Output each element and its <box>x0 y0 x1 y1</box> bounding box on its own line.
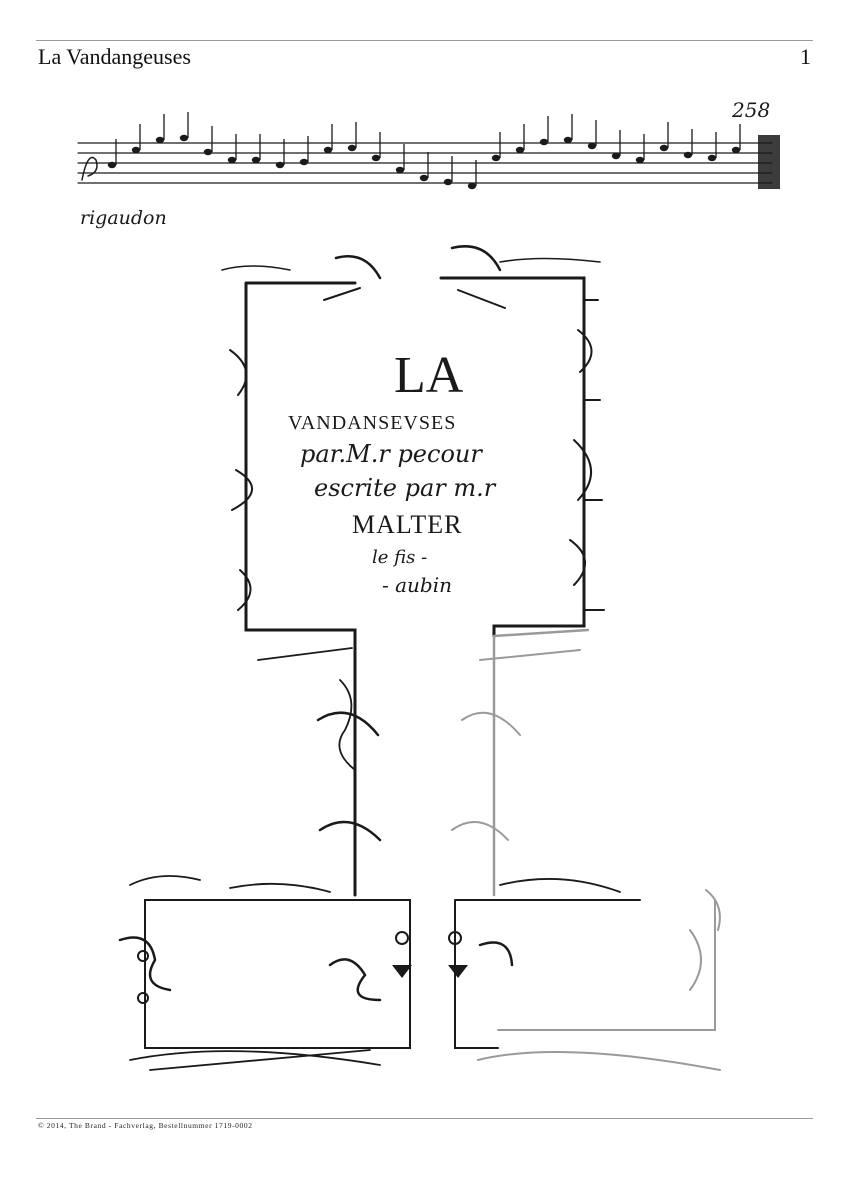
copyright-footer: © 2014, The Brand - Fachverlag, Bestelln… <box>38 1121 253 1130</box>
note-head <box>731 146 741 154</box>
page-number: 1 <box>800 44 811 69</box>
cartouche-line-2: VANDANSEVSES <box>288 412 456 434</box>
cartouche-line-7: - aubin <box>382 573 452 597</box>
note-head <box>107 161 117 169</box>
music-label: rigaudon <box>80 207 167 229</box>
note-head <box>347 144 357 152</box>
note-head <box>707 154 717 162</box>
note-head <box>587 142 597 150</box>
note-head <box>611 152 621 160</box>
mirrored-path-trace <box>451 628 721 1071</box>
footer-rule <box>36 1118 813 1119</box>
cartouche-line-3: par.M.r pecour <box>300 440 483 468</box>
note-head <box>299 158 309 166</box>
cartouche-text: LA VANDANSEVSES par.M.r pecour escrite p… <box>288 347 497 597</box>
note-head <box>203 148 213 156</box>
cartouche-frame <box>221 245 605 897</box>
note-head <box>563 136 573 144</box>
note-head <box>131 146 141 154</box>
note-head <box>683 151 693 159</box>
note-head <box>659 144 669 152</box>
note-head <box>395 166 405 174</box>
note-head <box>635 156 645 164</box>
cartouche-line-6: le fis - <box>372 547 427 568</box>
header-rule <box>36 40 813 41</box>
note-head <box>371 154 381 162</box>
note-head <box>515 146 525 154</box>
note-head <box>539 138 549 146</box>
note-head <box>419 174 429 182</box>
folio-number: 258 <box>731 98 770 122</box>
staff-notes <box>107 112 741 190</box>
note-head <box>155 136 165 144</box>
cartouche-line-5: MALTER <box>352 510 463 539</box>
note-head <box>275 161 285 169</box>
note-head <box>467 182 477 190</box>
note-head <box>227 156 237 164</box>
note-head <box>443 178 453 186</box>
page-title: La Vandangeuses <box>38 44 191 69</box>
cartouche-line-1: LA <box>394 347 464 404</box>
note-head <box>251 156 261 164</box>
note-head <box>179 134 189 142</box>
lower-path-figures <box>118 875 641 1071</box>
cartouche-line-4: escrite par m.r <box>314 474 497 502</box>
note-head <box>323 146 333 154</box>
note-head <box>491 154 501 162</box>
music-staff <box>77 112 780 190</box>
